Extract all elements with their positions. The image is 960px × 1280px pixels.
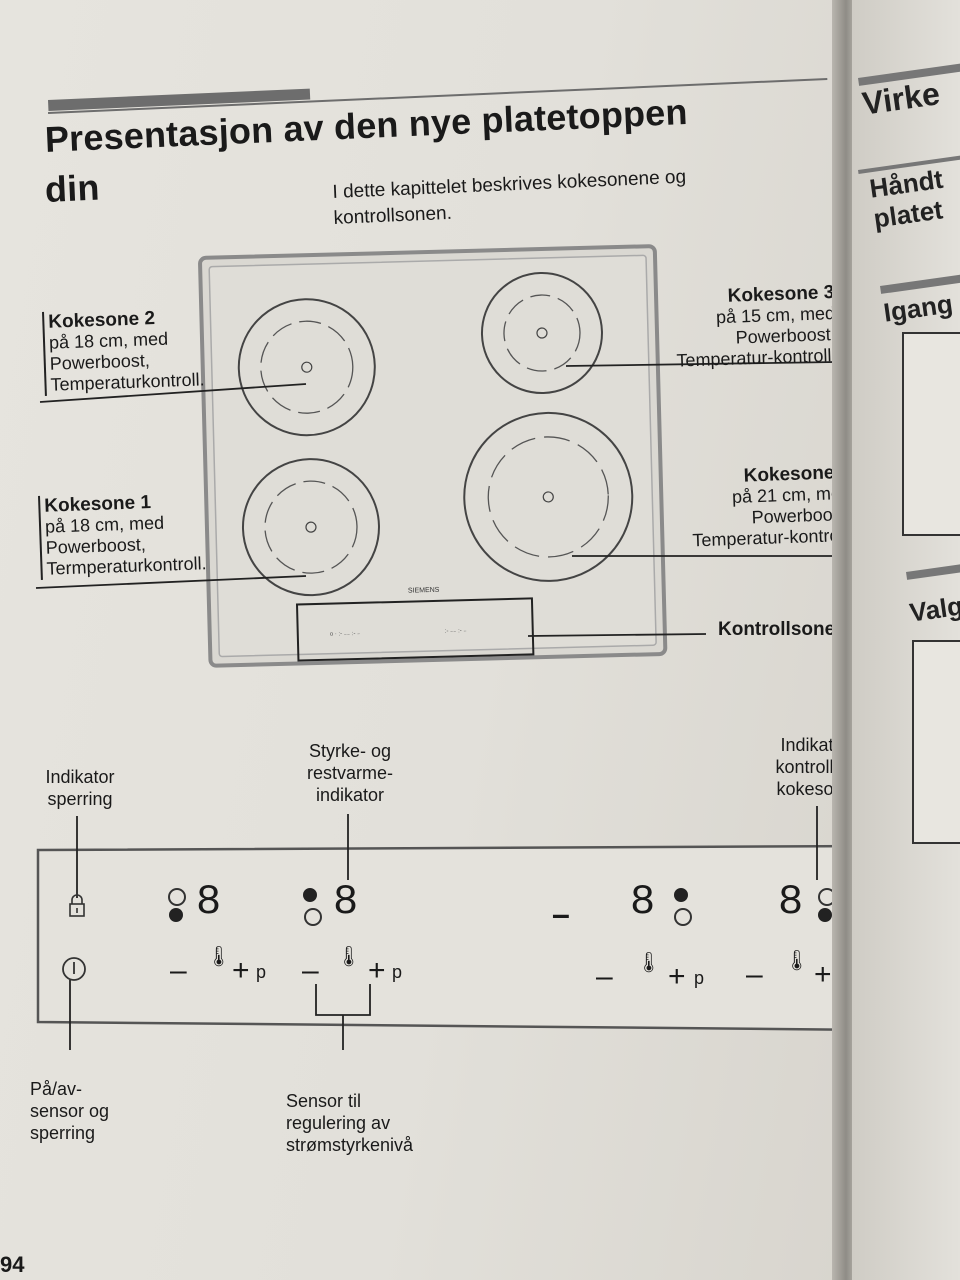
dot-filled-icon — [674, 888, 688, 902]
zone-2-label: Kokesone 2 på 18 cm, med Powerboost, Tem… — [42, 306, 211, 396]
p-sensor[interactable]: p — [694, 968, 705, 988]
power-indicator-label: Styrke- og restvarme- indikator — [306, 741, 393, 805]
cooktop-glass — [208, 254, 657, 658]
slider-group-2[interactable]: – 🌡 + p — [300, 940, 410, 990]
plus-sensor[interactable]: + — [368, 954, 386, 987]
leader-zone-3 — [565, 361, 837, 367]
thermometer-icon: 🌡 — [636, 952, 662, 974]
control-zone-box — [295, 597, 535, 662]
lock-icon — [69, 894, 85, 917]
p-sensor[interactable]: p — [392, 962, 403, 982]
np-heading-2b: platet — [871, 194, 945, 234]
power-icon — [62, 957, 86, 981]
power-level-display: 8 — [196, 878, 222, 926]
minus-sensor[interactable]: – — [302, 954, 319, 987]
slider-group-1[interactable]: – 🌡 + p — [166, 940, 276, 990]
leader-zone-1 — [35, 575, 307, 589]
power-level-display: 8 — [333, 878, 359, 926]
lock-indicator-label: Indikator sperring — [45, 767, 115, 809]
slider-group-3[interactable]: – 🌡 + p — [596, 946, 716, 996]
zone-4-label: Kokesone 4 på 21 cm, med Powerboost, Tem… — [674, 461, 850, 552]
control-zone-label: Kontrollsone — [718, 619, 836, 640]
cooktop-diagram: SIEMENS o · :‑ ₋₋ :‑ ₋ :‑ ₋₋ :‑ ₋ — [35, 244, 850, 668]
zone-1-label: Kokesone 1 på 18 cm, med Powerboost, Ter… — [38, 490, 212, 580]
plus-sensor[interactable]: + — [814, 958, 832, 991]
dot-empty-icon — [304, 908, 322, 926]
plus-sensor[interactable]: + — [232, 954, 250, 987]
leader-control-zone — [527, 633, 707, 637]
power-level-display: 8 — [630, 878, 656, 926]
control-panel-strip — [36, 844, 850, 1031]
np-heading-4: Valg — [907, 590, 960, 628]
p-sensor[interactable]: p — [256, 962, 267, 982]
np-box-1 — [902, 332, 960, 536]
minus-sensor[interactable]: – — [596, 960, 613, 993]
zone-2-burner — [237, 298, 376, 437]
np-header-bar-3 — [906, 562, 960, 580]
dot-filled-icon — [303, 888, 317, 902]
zone-3-burner — [480, 272, 603, 395]
dot-filled-icon — [818, 908, 832, 922]
power-sensor-label: Sensor til regulering av strømstyrkenivå — [286, 1091, 414, 1155]
svg-text::‑ ₋₋ :‑ ₋: :‑ ₋₋ :‑ ₋ — [445, 628, 467, 635]
plus-sensor[interactable]: + — [668, 960, 686, 993]
svg-text:o · :‑ ₋₋ :‑ ₋: o · :‑ ₋₋ :‑ ₋ — [330, 631, 361, 638]
np-box-2 — [912, 640, 960, 844]
control-panel-diagram — [36, 806, 850, 1050]
minus-sign: – — [552, 896, 570, 932]
np-heading-3: Igang — [881, 288, 955, 328]
zone-1-burner — [241, 458, 380, 597]
zone-3-label: Kokesone 3 på 15 cm, med Powerboost, Tem… — [664, 281, 843, 372]
onoff-sensor-label: På/av- sensor og sperring — [30, 1079, 110, 1143]
dot-empty-icon — [674, 908, 692, 926]
manual-page: Presentasjon av den nye platetoppen din … — [0, 0, 850, 1280]
adjacent-page: Virke Håndt platet Igang Valg — [852, 0, 960, 1280]
minus-sensor[interactable]: – — [170, 954, 187, 987]
dot-filled-icon — [169, 908, 183, 922]
dot-empty-icon — [168, 888, 186, 906]
thermometer-icon: 🌡 — [206, 946, 232, 968]
power-level-display: 8 — [778, 878, 804, 926]
zone-4-burner — [463, 411, 634, 582]
minus-sensor[interactable]: – — [746, 958, 763, 991]
thermometer-icon: 🌡 — [336, 946, 362, 968]
page-number: 94 — [0, 1252, 25, 1277]
thermometer-icon: 🌡 — [784, 950, 810, 972]
leader-zone-2 — [39, 383, 307, 403]
brand-logo: SIEMENS — [408, 587, 440, 595]
